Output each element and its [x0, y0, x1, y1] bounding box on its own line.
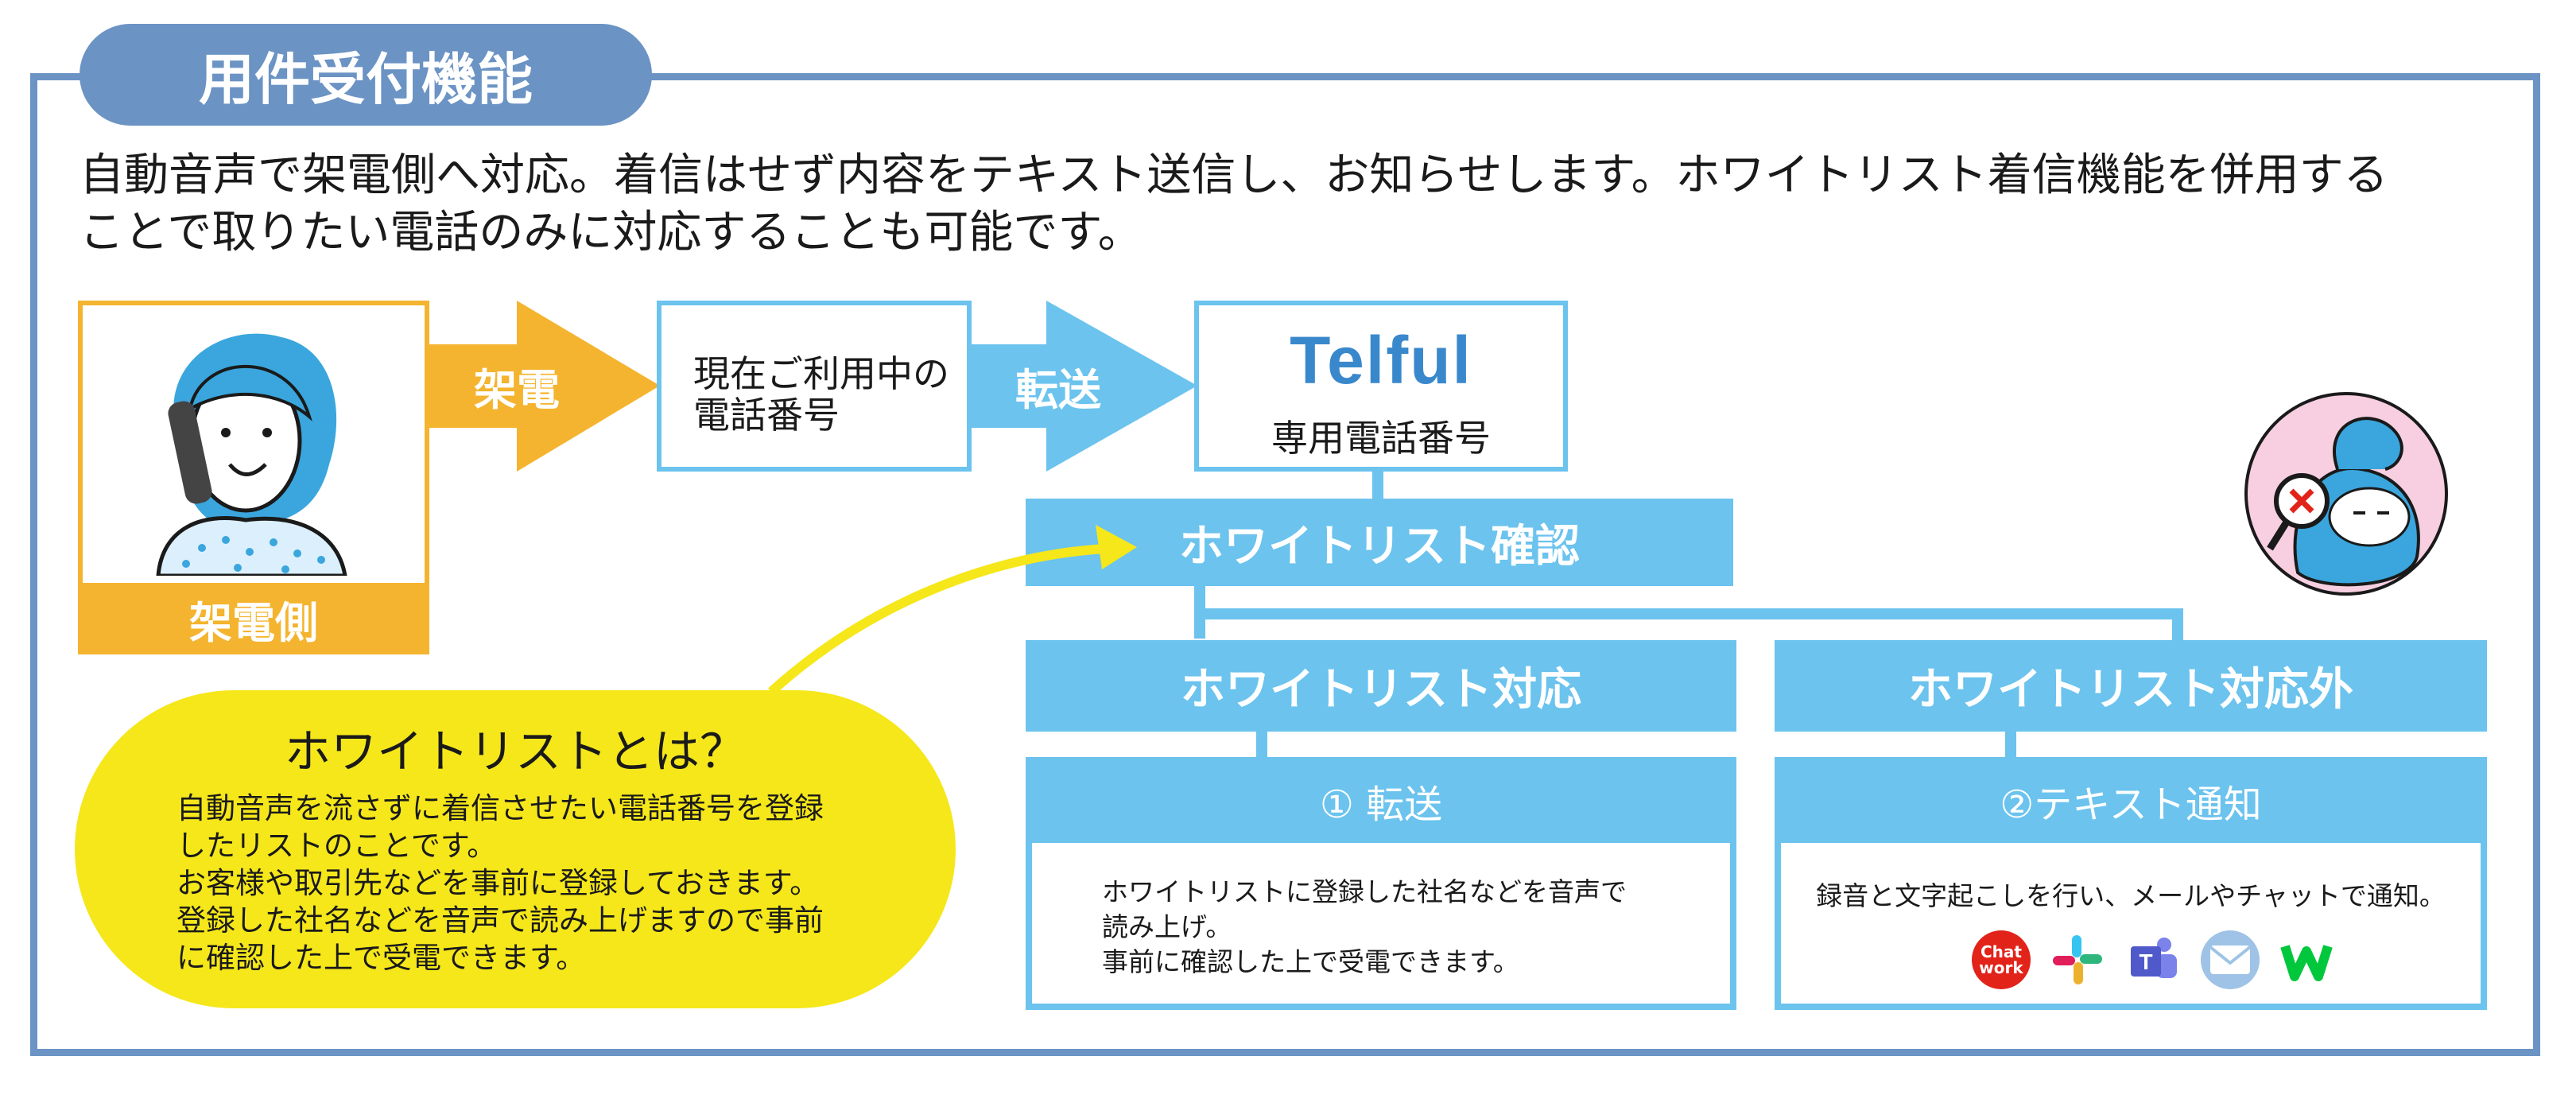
teams-icon: T	[2124, 930, 2183, 989]
whitelist-out-header: ホワイトリスト対応外	[1775, 640, 2487, 732]
chatwork-icon: Chat work	[1972, 930, 2031, 989]
current-number-line-1: 現在ご利用中の	[693, 352, 949, 395]
whitelist-explainer-bubble	[75, 690, 956, 1008]
whitelist-explainer-line-5: に確認した上で受電できます。	[177, 941, 586, 975]
transfer-arrow	[967, 301, 1197, 472]
intro-line-2: ことで取りたい電話のみに対応することも可能です。	[80, 207, 1143, 258]
telful-logo: Telful	[1290, 323, 1472, 398]
transfer-step-body: ホワイトリストに登録した社名などを音声で 読み上げ。 事前に確認した上で受電でき…	[1026, 843, 1736, 1010]
whitelist-explainer-line-3: お客様や取引先などを事前に登録しておきます。	[177, 866, 820, 900]
text-notify-step-header: ②テキスト通知	[1775, 757, 2487, 845]
intro-text: 自動音声で架電側へ対応。着信はせず内容をテキスト送信し、お知らせします。ホワイト…	[80, 147, 2481, 262]
transfer-desc-line-3: 事前に確認した上で受電できます。	[1102, 946, 1519, 977]
text-notify-step-body: 録音と文字起こしを行い、メールやチャットで通知。	[1775, 843, 2487, 1010]
transfer-arrow-label: 転送	[1015, 365, 1101, 415]
slack-icon	[2048, 930, 2107, 989]
mascot-illustration	[2244, 392, 2448, 596]
whitelist-explainer-line-2: したリストのことです。	[177, 829, 497, 863]
mail-icon	[2201, 930, 2260, 989]
transfer-step-header: ① 転送	[1026, 757, 1736, 845]
intro-line-1: 自動音声で架電側へ対応。着信はせず内容をテキスト送信し、お知らせします。ホワイト…	[80, 149, 2388, 201]
transfer-desc-line-2: 読み上げ。	[1102, 911, 1232, 942]
whitelist-in-header: ホワイトリスト対応	[1026, 640, 1736, 732]
lineworks-icon	[2277, 930, 2336, 989]
section-title: 用件受付機能	[80, 24, 652, 126]
whitelist-explainer-title: ホワイトリストとは？	[284, 724, 746, 779]
text-notify-desc: 録音と文字起こしを行い、メールやチャットで通知。	[1816, 880, 2446, 911]
whitelist-explainer-line-4: 登録した社名などを音声で読み上げますので事前	[177, 903, 824, 938]
caller-illustration	[156, 333, 347, 578]
content-frame	[30, 73, 2540, 1056]
svg-text:T: T	[2139, 949, 2152, 974]
transfer-desc-line-1: ホワイトリストに登録した社名などを音声で	[1102, 876, 1627, 907]
call-arrow-label: 架電	[474, 365, 560, 415]
whitelist-explainer-text: 自動音声を流さずに着信させたい電話番号を登録 したリストのことです。 お客様や取…	[177, 790, 924, 977]
telful-number-label: 専用電話番号	[1271, 417, 1491, 460]
caller-label: 架電側	[78, 583, 429, 654]
call-arrow	[429, 301, 660, 472]
whitelist-check-band: ホワイトリスト確認	[1026, 499, 1733, 586]
current-number-line-2: 電話番号	[693, 394, 840, 437]
whitelist-explainer-line-1: 自動音声を流さずに着信させたい電話番号を登録	[177, 791, 824, 825]
telful-number-box	[1194, 301, 1568, 472]
